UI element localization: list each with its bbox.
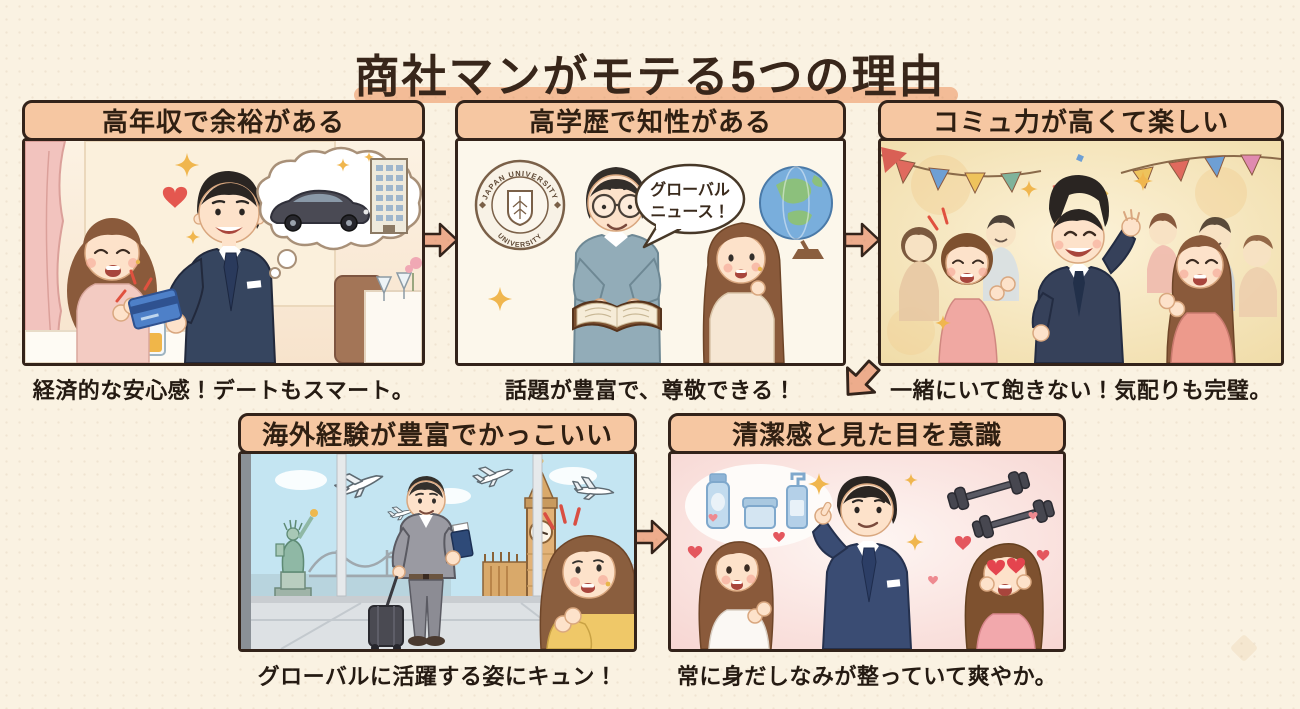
panel-grooming: 清潔感と見た目を意識 (668, 413, 1066, 691)
panel-2-art: JAPAN UNIVERSITY UNIVERSITY (455, 138, 846, 366)
emphasis-marks (115, 269, 153, 303)
passport-icon (450, 522, 474, 559)
panel-2-header-label: 高学歴で知性がある (528, 107, 772, 137)
panel-1-caption: 経済的な安心感！デートもスマート。 (32, 378, 415, 403)
speech-line-1: グローバル (650, 180, 730, 199)
arrow-right-icon (633, 519, 671, 555)
credit-card-icon (127, 288, 183, 330)
panel-5-header: 清潔感と見た目を意識 (668, 413, 1066, 454)
woman-figure (539, 504, 634, 649)
airport-scene-illustration (241, 454, 634, 649)
woman-figure-right (964, 543, 1044, 649)
header: 商社マンがモテる5つの理由 (0, 10, 1300, 135)
panel-5-art (668, 451, 1066, 652)
panel-4-art (238, 451, 637, 652)
open-book-icon (572, 300, 662, 333)
man-figure (368, 476, 474, 649)
panel-4-header: 海外経験が豊富でかっこいい (238, 413, 637, 454)
arrow-panel3-to-panel4 (824, 342, 898, 417)
arrow-right-icon (843, 222, 881, 258)
arrow-right-icon (421, 222, 459, 258)
panel-high-education: 高学歴で知性がある JAPAN UNIVERSITY UNIVERSITY (455, 100, 846, 405)
restaurant-date-illustration (25, 141, 422, 363)
man-figure (572, 167, 662, 363)
panel-3-caption: 一緒にいて飽きない！気配りも完璧。 (890, 378, 1272, 403)
man-figure (811, 476, 913, 649)
panel-5-caption: 常に身だしなみが整っていて爽やか。 (676, 664, 1058, 689)
panel-2-caption: 話題が豊富で、尊敬できる！ (504, 378, 797, 403)
panel-2-header: 高学歴で知性がある (455, 100, 846, 141)
university-seal: JAPAN UNIVERSITY UNIVERSITY (474, 159, 566, 251)
emphasis-marks (543, 504, 581, 530)
woman-figure (702, 222, 785, 363)
panel-1-header-label: 高年収で余裕がある (101, 107, 345, 137)
arrow-down-left-icon (845, 359, 881, 396)
page-title: 商社マンがモテる5つの理由 (354, 40, 958, 105)
panel-1-header: 高年収で余裕がある (22, 100, 425, 141)
window-mullion (532, 454, 543, 597)
arrow-panel1-to-panel2 (421, 219, 459, 261)
arrow-panel4-to-panel5 (633, 516, 671, 558)
panel-4-header-label: 海外経験が豊富でかっこいい (261, 420, 613, 450)
woman-figure-left (927, 207, 1016, 363)
party-scene-illustration (881, 141, 1281, 363)
office-building-icon (370, 158, 408, 234)
page-title-text: 商社マンがモテる5つの理由 (354, 51, 946, 103)
window-mullion (336, 454, 347, 597)
woman-figure-right (1158, 235, 1236, 363)
globe-icon (759, 166, 833, 259)
man-figure-center (1031, 175, 1141, 363)
panel-overseas-experience: 海外経験が豊富でかっこいい (238, 413, 637, 691)
panel-1-art (22, 138, 425, 366)
panel-4-caption: グローバルに活躍する姿にキュン！ (257, 664, 618, 689)
panel-3-header-label: コミュ力が高くて楽しい (932, 107, 1230, 137)
corner-sparkle-icon (1229, 633, 1259, 663)
curtain (25, 141, 67, 363)
grooming-scene-illustration (671, 454, 1063, 649)
panel-3-art (878, 138, 1284, 366)
woman-figure-left (698, 541, 774, 649)
panel-communication: コミュ力が高くて楽しい (878, 100, 1284, 405)
window-frame (241, 454, 251, 649)
arrow-panel2-to-panel3 (843, 219, 881, 261)
suitcase-icon (368, 575, 404, 649)
panel-3-header: コミュ力が高くて楽しい (878, 100, 1284, 141)
restaurant-table (334, 257, 422, 363)
thought-bubble (256, 146, 422, 279)
reading-scholar-illustration: JAPAN UNIVERSITY UNIVERSITY (458, 141, 843, 363)
panel-high-income: 高年収で余裕がある (22, 100, 425, 405)
speech-line-2: ニュース！ (650, 204, 729, 221)
sports-car-icon (269, 189, 371, 232)
speech-bubble: グローバル ニュース！ (634, 163, 746, 249)
party-garland (881, 147, 1281, 198)
panel-5-header-label: 清潔感と見た目を意識 (731, 420, 1002, 450)
man-figure (115, 171, 277, 363)
